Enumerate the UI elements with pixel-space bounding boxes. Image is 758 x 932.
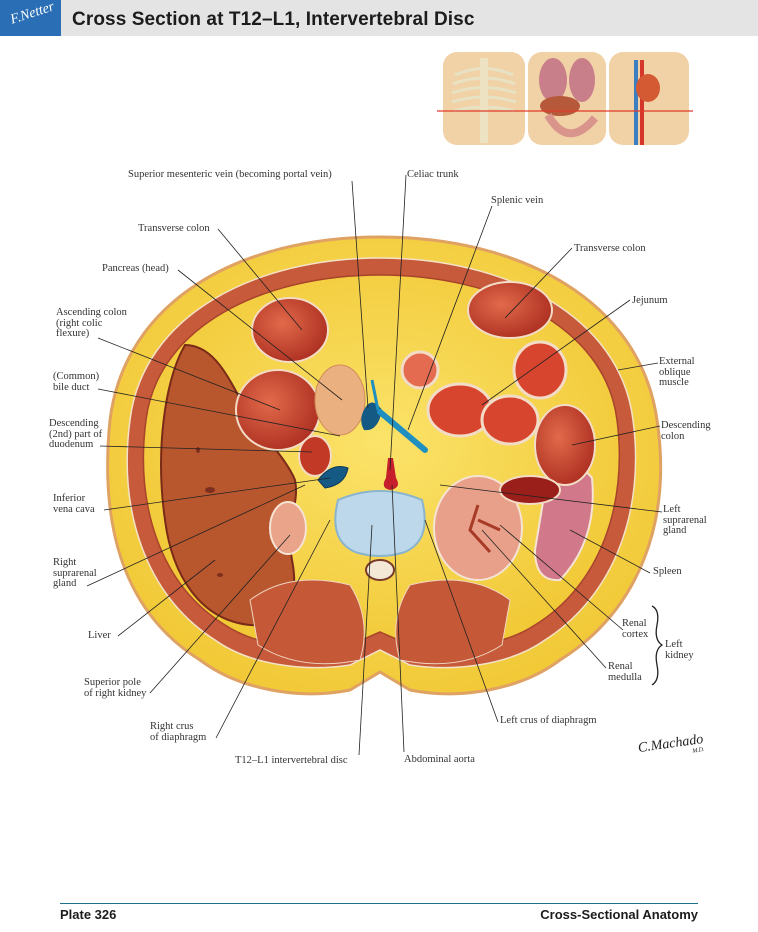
leader-duodenum bbox=[99, 445, 313, 453]
label-spleen: Spleen bbox=[653, 566, 682, 577]
erector-spinae-right bbox=[249, 579, 365, 665]
label-superior-pole-right-kidney: Superior pole of right kidney bbox=[84, 677, 147, 699]
leader-splenic-vein bbox=[407, 205, 493, 431]
leader-smv bbox=[351, 180, 369, 409]
torso-skeleton-panel bbox=[443, 52, 525, 145]
leader-sup-pole bbox=[149, 534, 291, 694]
leader-bile-duct bbox=[97, 388, 341, 437]
transverse-colon-right bbox=[251, 297, 329, 363]
superior-mesenteric-vein bbox=[370, 379, 380, 411]
splenic-vein bbox=[377, 409, 428, 453]
label-ascending-colon: Ascending colon (right colic flexure) bbox=[56, 307, 127, 339]
descending-colon bbox=[534, 404, 596, 486]
left-kidney-brace bbox=[651, 605, 664, 686]
section-name: Cross-Sectional Anatomy bbox=[540, 907, 698, 922]
jejunum-loop-3 bbox=[512, 340, 568, 400]
pancreas-head bbox=[314, 364, 366, 436]
jejunum-loop-2 bbox=[480, 394, 540, 446]
leader-right-suprarenal bbox=[86, 484, 306, 587]
label-splenic-vein: Splenic vein bbox=[491, 195, 544, 206]
left-kidney bbox=[433, 475, 523, 581]
leader-transverse-colon-l bbox=[217, 228, 303, 331]
leader-disc bbox=[358, 524, 373, 756]
leader-celiac bbox=[389, 174, 407, 471]
spinal-canal bbox=[365, 559, 395, 581]
plate-number: Plate 326 bbox=[60, 907, 117, 922]
liver-vessels bbox=[196, 447, 223, 577]
label-common-bile-duct: (Common) bile duct bbox=[53, 371, 100, 393]
netter-logo: F.Netter bbox=[0, 0, 61, 36]
leader-right-crus bbox=[215, 519, 331, 739]
leader-transverse-colon-r bbox=[504, 247, 573, 319]
leader-ivc bbox=[103, 477, 331, 511]
label-renal-cortex: Renal cortex bbox=[622, 618, 649, 640]
label-liver: Liver bbox=[88, 630, 111, 641]
leader-renal-cortex bbox=[499, 524, 624, 631]
leader-pancreas bbox=[177, 269, 343, 401]
leader-left-suprarenal bbox=[439, 484, 663, 513]
leader-spleen bbox=[569, 529, 651, 574]
label-inferior-vena-cava: Inferior vena cava bbox=[53, 493, 95, 515]
duodenum bbox=[298, 435, 332, 477]
leader-lines bbox=[86, 174, 664, 756]
orientation-figure bbox=[437, 52, 693, 145]
label-right-suprarenal: Right suprarenal gland bbox=[53, 557, 97, 589]
leader-jejunum bbox=[481, 299, 631, 406]
label-descending-duodenum: Descending (2nd) part of duodenum bbox=[49, 418, 103, 450]
right-kidney-superior-pole bbox=[269, 501, 307, 555]
label-transverse-colon-left: Transverse colon bbox=[138, 223, 210, 234]
label-abdominal-aorta: Abdominal aorta bbox=[404, 754, 475, 765]
label-jejunum: Jejunum bbox=[632, 295, 668, 306]
label-t12-l1-disc: T12–L1 intervertebral disc bbox=[235, 755, 348, 766]
label-renal-medulla: Renal medulla bbox=[608, 661, 642, 683]
jejunum-loop-4 bbox=[400, 350, 440, 390]
label-celiac-trunk: Celiac trunk bbox=[407, 169, 459, 180]
leader-ext-oblique bbox=[617, 362, 659, 371]
label-left-crus: Left crus of diaphragm bbox=[500, 715, 597, 726]
leader-renal-medulla bbox=[481, 529, 607, 669]
label-pancreas-head: Pancreas (head) bbox=[102, 263, 169, 274]
renal-pelvis bbox=[468, 504, 501, 554]
erector-spinae-left bbox=[395, 579, 511, 665]
label-superior-mesenteric-vein: Superior mesenteric vein (becoming porta… bbox=[128, 169, 332, 180]
page-title: Cross Section at T12–L1, Intervertebral … bbox=[72, 9, 475, 30]
header-bar: F.Netter Cross Section at T12–L1, Interv… bbox=[0, 0, 758, 36]
transverse-colon-left bbox=[467, 281, 553, 339]
label-right-crus: Right crus of diaphragm bbox=[150, 721, 207, 743]
leader-aorta bbox=[391, 484, 405, 753]
abdominal-aorta bbox=[383, 458, 398, 490]
label-descending-colon: Descending colon bbox=[661, 420, 711, 442]
leader-desc-colon bbox=[571, 425, 661, 446]
torso-vessels-panel bbox=[609, 52, 689, 145]
label-external-oblique: External oblique muscle bbox=[659, 356, 695, 388]
inferior-vena-cava bbox=[317, 466, 349, 489]
leader-left-crus bbox=[424, 519, 499, 723]
cross-section bbox=[106, 235, 663, 696]
label-transverse-colon-right: Transverse colon bbox=[574, 243, 646, 254]
intervertebral-disc bbox=[334, 490, 426, 557]
leader-asc-colon bbox=[97, 337, 281, 411]
label-left-kidney: Left kidney bbox=[665, 639, 694, 661]
torso-viscera-panel bbox=[528, 52, 606, 145]
footer-rule bbox=[60, 903, 698, 904]
leader-liver bbox=[117, 559, 216, 637]
colon-splenic-flexure bbox=[499, 475, 561, 505]
label-left-suprarenal: Left suprarenal gland bbox=[663, 504, 707, 536]
